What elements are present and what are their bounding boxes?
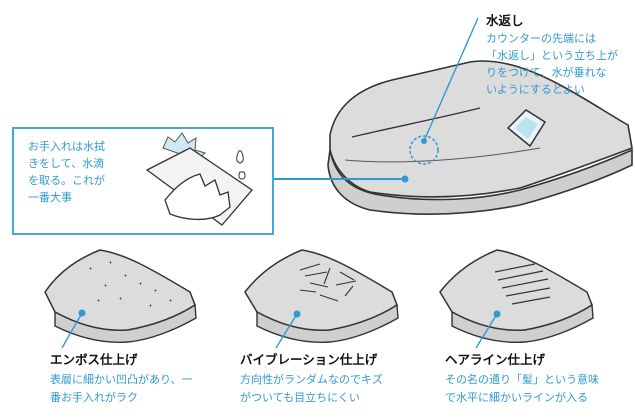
emboss-title: エンボス仕上げ (50, 352, 138, 367)
mizugaeshi-line-3: りをつけて、水が垂れな (486, 66, 607, 79)
vibration-description: 方向性がランダムなのでキズ がついても目立ちにくい (240, 371, 383, 407)
hairline-description: その名の通り「髪」という意味 で水平に細かいラインが入る (445, 371, 599, 407)
care-leader-dot (401, 175, 409, 183)
vibration-edge (256, 303, 399, 344)
water-stop-leader-line (423, 17, 479, 142)
mizugaeshi-title: 水返し (486, 13, 524, 28)
vibration-leader (275, 313, 298, 349)
mizugaeshi-description: カウンターの先端には 「水返し」という立ち上が りをつけて、水が垂れな いように… (486, 30, 618, 98)
sponge-inner-icon (515, 117, 538, 139)
hairline-leader (475, 313, 498, 349)
care-line-2: きをして、水滴 (28, 157, 105, 170)
emboss-leader (61, 312, 83, 349)
emboss-description: 表層に細かい凹凸があり、一 番お手入れがラク (50, 371, 193, 407)
mizugaeshi-line-4: いようにするとよい (486, 83, 585, 96)
emboss-dots (89, 261, 172, 307)
counter-top-surface (329, 60, 633, 198)
mizugaeshi-line-2: 「水返し」という立ち上が (486, 49, 618, 62)
care-illustration (145, 132, 409, 226)
emboss-line-1: 表層に細かい凹凸があり、一 (50, 373, 193, 386)
hairline-edge (451, 303, 594, 344)
emboss-line-2: 番お手入れがラク (50, 391, 138, 404)
water-drop-2-icon (238, 171, 246, 180)
hairline-title: ヘアライン仕上げ (445, 352, 546, 367)
water-stop-highlight-circle (409, 135, 439, 165)
counter-edge-groove (344, 147, 541, 163)
vibration-scratches (299, 263, 357, 302)
water-drop-icon (236, 150, 244, 164)
care-line-4: 一番大事 (28, 191, 72, 204)
care-line-1: お手入れは水拭 (28, 140, 105, 153)
vibration-line-2: がついても目立ちにくい (240, 391, 360, 404)
water-stop-ridge (351, 107, 481, 138)
counter-illustration (327, 17, 633, 215)
mizugaeshi-line-1: カウンターの先端には (486, 32, 596, 45)
counter-front-edge (327, 148, 633, 215)
hairline-lines (494, 263, 551, 305)
care-line-3: を取る。これが (28, 174, 105, 187)
care-callout-box (12, 127, 274, 235)
vibration-title: バイブレーション仕上げ (240, 352, 378, 367)
care-description: お手入れは水拭 きをして、水滴 を取る。これが 一番大事 (28, 138, 105, 206)
vibration-swatch (244, 249, 399, 349)
hairline-line-2: で水平に細かいラインが入る (445, 391, 588, 404)
emboss-edge (54, 303, 197, 344)
hairline-swatch (439, 249, 594, 349)
hairline-line-1: その名の通り「髪」という意味 (445, 373, 599, 386)
emboss-swatch (44, 249, 197, 349)
hand-icon (164, 173, 231, 221)
vibration-line-1: 方向性がランダムなのでキズ (240, 373, 383, 386)
